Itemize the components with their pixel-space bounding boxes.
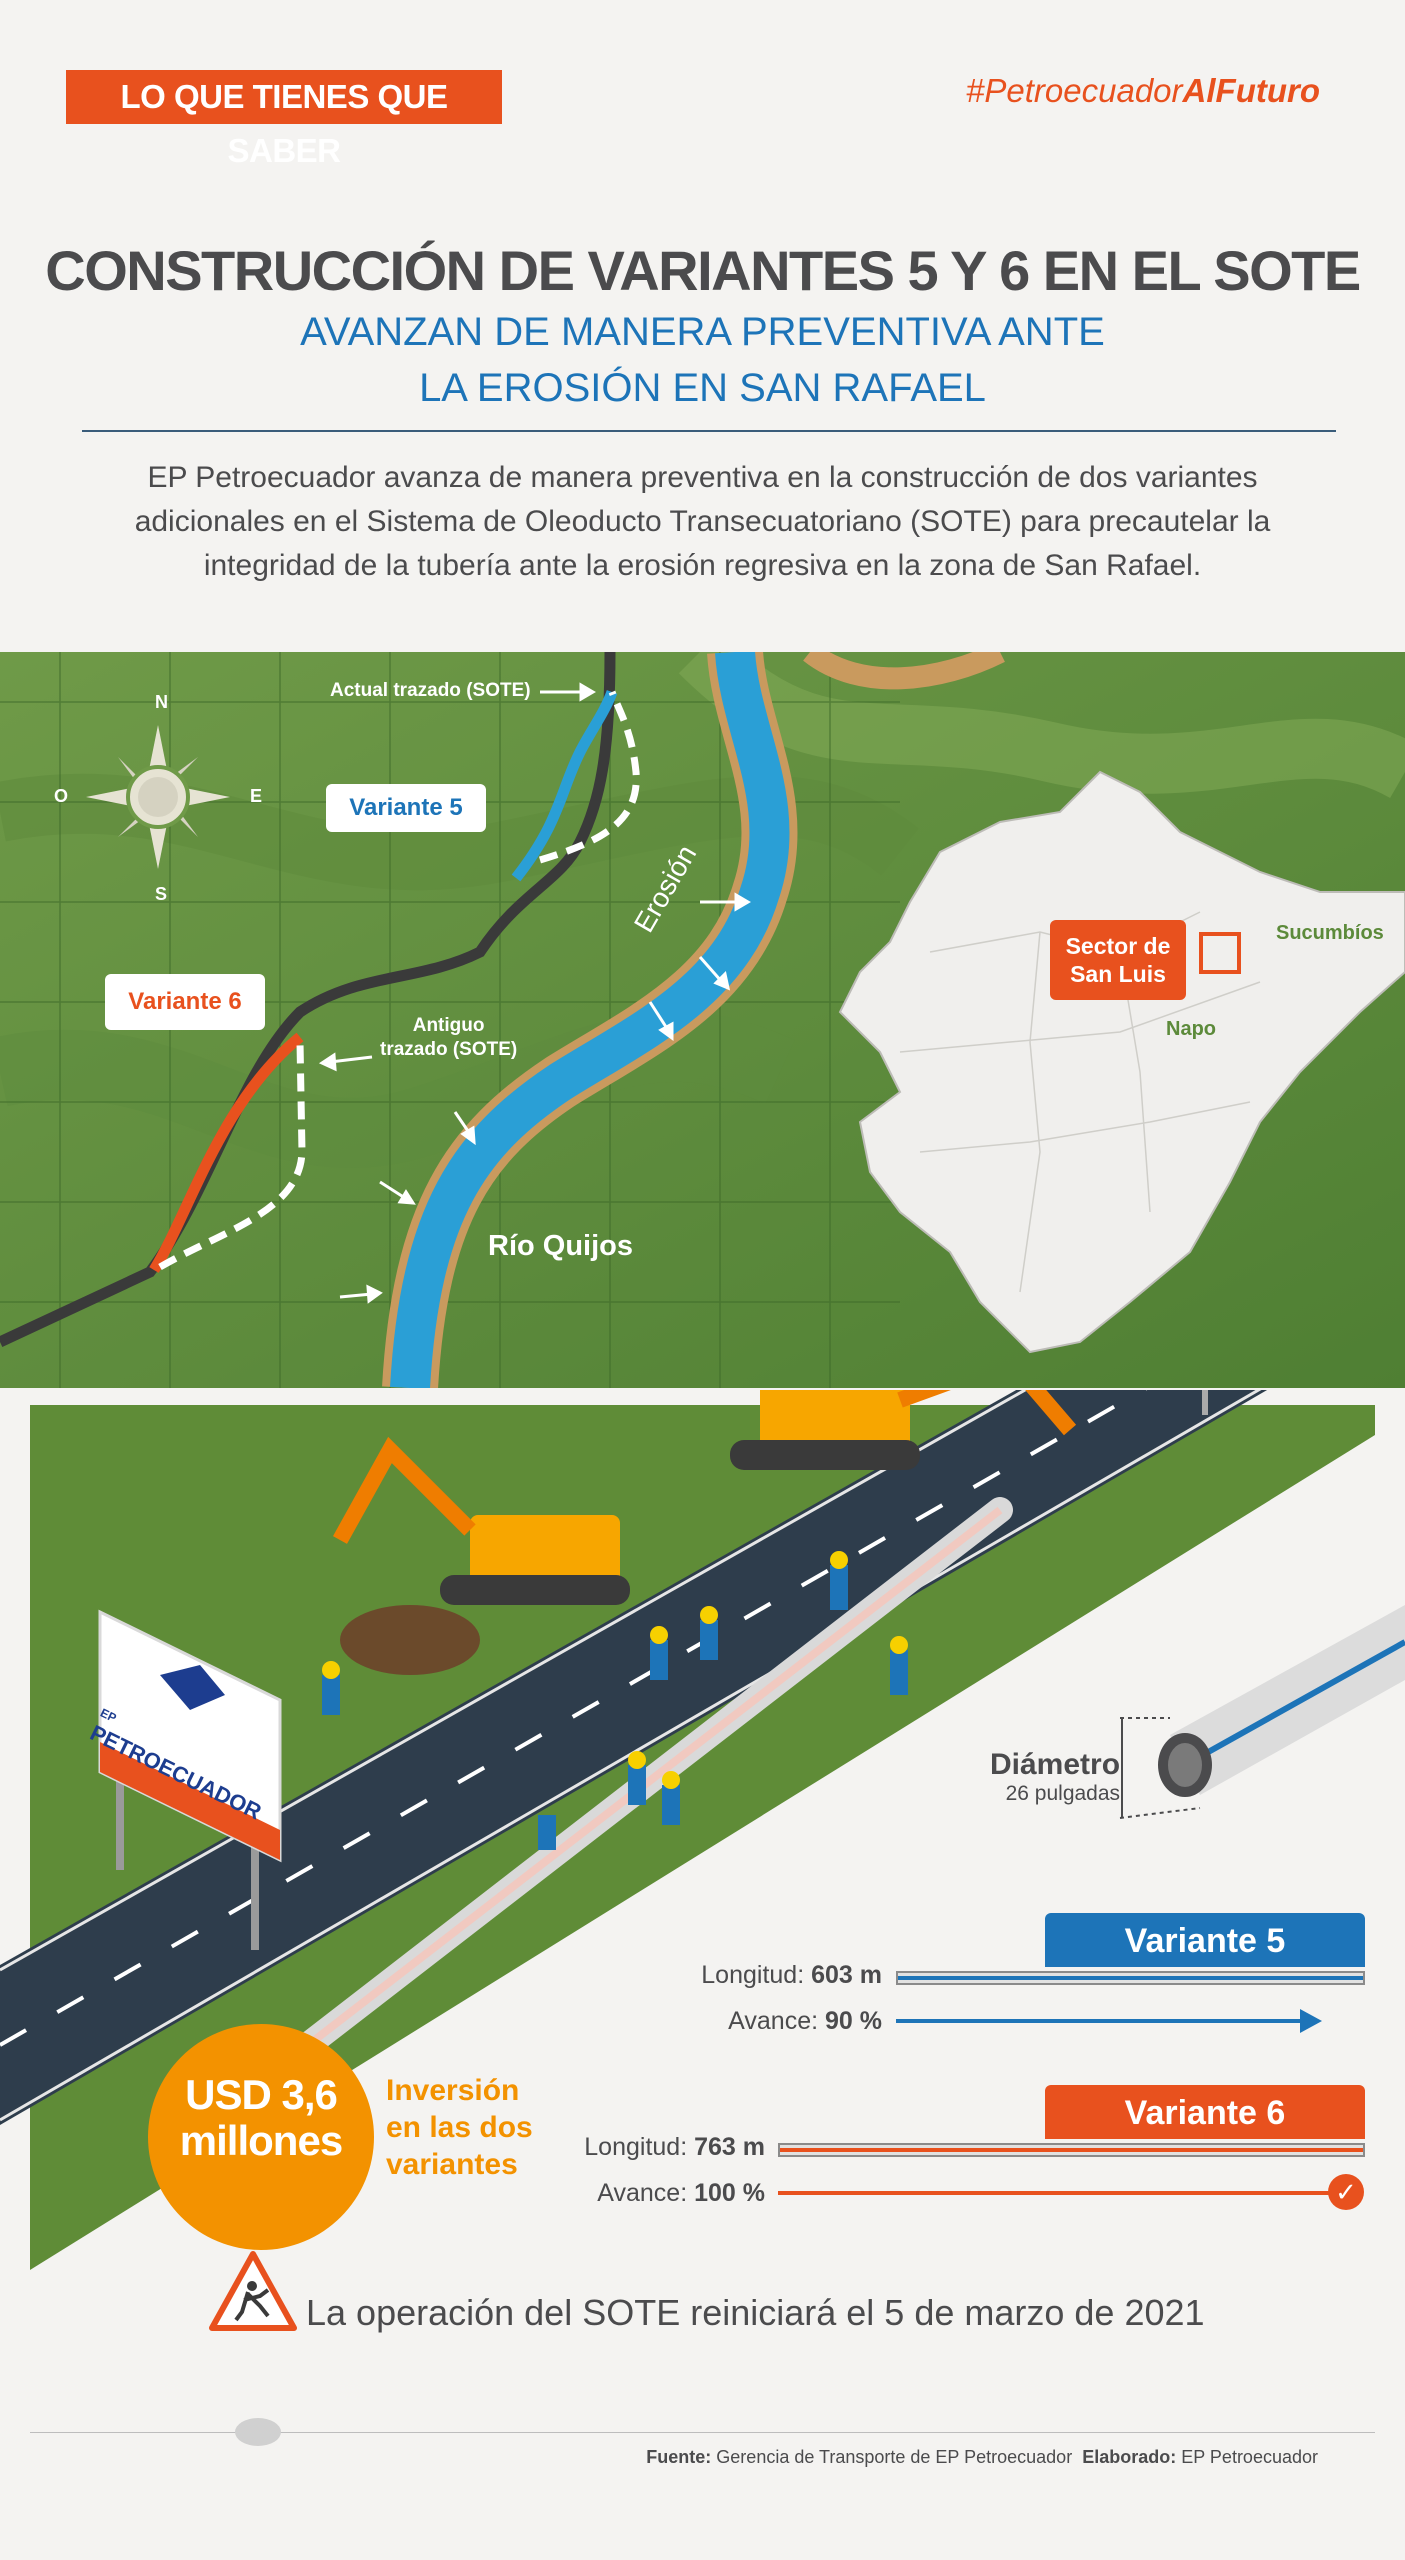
compass-icon [86,725,230,869]
construction-scene: EP PETROECUADOR Diámetro 26 pulgadas [0,1170,1405,2370]
pipe-highlight [247,1506,1003,2094]
construction-warning-icon [209,2251,297,2331]
excavator-icon [333,1436,630,1675]
investment-desc-3: variantes [386,2148,518,2181]
progress-label: Avance: [728,2007,819,2035]
investment-description: Inversión en las dos variantes [386,2072,533,2183]
petroecuador-sign [98,1609,282,1950]
variante-6-route [149,1032,304,1273]
variante-6-progress-bar [778,2191,1329,2195]
pipe-diameter-illustration [1119,1605,1405,1819]
section-tag: LO QUE TIENES QUE SABER [66,70,502,169]
scene-illustration [0,1170,1405,2270]
title-divider [82,430,1336,432]
sucumbios-label: Sucumbíos [1276,922,1384,944]
variante-5-header: Variante 5 [1045,1913,1365,1967]
route-map: N S E O Actual trazado (SOTE) Variante 5… [0,630,1405,1390]
hashtag-part-2: AlFuturo [1182,72,1320,109]
pipe-stripe [898,1976,1363,1980]
progress-value: 100 % [694,2179,765,2207]
length-value: 603 m [811,1961,882,1989]
variante-5-pipe-bar [896,1971,1365,1985]
contour [678,630,1405,799]
progress-value: 90 % [825,2007,882,2035]
river-label: Río Quijos [488,1230,633,1262]
compass-west: O [54,786,69,806]
diameter-label: Diámetro 26 pulgadas [990,1748,1120,1806]
hashtag[interactable]: #PetroecuadorAlFuturo [966,72,1320,110]
length-label: Longitud: [584,2133,688,2161]
investment-desc-2: en las dos [386,2111,533,2144]
map-illustration [0,630,1405,1390]
investment-amount: USD 3,6 [185,2071,338,2118]
investment-desc-1: Inversión [386,2074,520,2107]
reopen-notice: La operación del SOTE reiniciará el 5 de… [306,2292,1205,2333]
pipe-stripe [780,2148,1363,2152]
source-label: Fuente: [646,2447,712,2467]
diameter-title: Diámetro [990,1748,1121,1781]
worker-icons [322,1565,908,1850]
road-edge [0,1303,1405,2122]
diameter-value: 26 pulgadas [1005,1782,1121,1805]
footer-divider [30,2432,1375,2433]
investment-unit: millones [179,2117,343,2164]
compass-south: S [155,884,168,904]
hashtag-part-1: #Petroecuador [966,72,1183,109]
actual-route-label: Actual trazado (SOTE) [330,680,531,701]
subtitle-line-2: LA EROSIÓN EN SAN RAFAEL [419,366,986,410]
ecuador-map [838,770,1405,1354]
sector-marker [1199,932,1241,974]
old-route-6 [158,1041,306,1271]
helmet-icons [322,1551,908,1789]
map-grid [0,652,900,1388]
source-credits: Fuente: Gerencia de Transporte de EP Pet… [646,2447,1318,2468]
old-route-label-2: trazado (SOTE) [380,1039,518,1060]
variante-6-progress: Avance: 100 % [597,2179,765,2208]
source-value: Gerencia de Transporte de EP Petroecuado… [716,2447,1073,2467]
compass-north: N [155,692,168,712]
investment-badge: USD 3,6 millones [148,2024,374,2250]
old-route-label: Antiguo trazado (SOTE) [380,1014,517,1062]
page-title: CONSTRUCCIÓN DE VARIANTES 5 Y 6 EN EL SO… [45,239,1361,302]
length-value: 763 m [694,2133,765,2161]
variante-5-callout: Variante 5 [326,784,486,832]
old-route-label-1: Antiguo [412,1015,485,1036]
pipe-end-icon [235,2418,281,2446]
checkmark-icon: ✓ [1328,2174,1364,2210]
variante-6-header: Variante 6 [1045,2085,1365,2139]
variante-5-progress-bar [896,2019,1309,2023]
variante-6-pipe-bar [778,2143,1365,2157]
subtitle-line-1: AVANZAN DE MANERA PREVENTIVA ANTE [300,310,1105,354]
river-tributary [803,642,1005,690]
made-by-value: EP Petroecuador [1181,2447,1318,2467]
progress-arrow-icon [1300,2009,1323,2033]
length-label: Longitud: [701,1961,805,1989]
erosion-arrows [318,682,751,1304]
old-route-5 [538,690,640,864]
variante-5-route [511,690,618,882]
sector-label-2: San Luis [1070,961,1166,987]
made-by-label: Elaborado: [1082,2447,1177,2467]
progress-label: Avance: [597,2179,688,2207]
variante-5-length: Longitud: 603 m [701,1961,882,1990]
page-subtitle: AVANZAN DE MANERA PREVENTIVA ANTE LA ERO… [0,304,1405,416]
intro-paragraph: EP Petroecuador avanza de manera prevent… [134,461,1271,582]
variante-6-callout: Variante 6 [105,974,265,1030]
compass-east: E [250,786,263,806]
variante-5-progress: Avance: 90 % [728,2007,882,2036]
sector-callout: Sector de San Luis [1050,920,1186,1000]
sector-label-1: Sector de [1065,933,1171,959]
variante-6-length: Longitud: 763 m [584,2133,765,2162]
napo-label: Napo [1166,1018,1216,1040]
